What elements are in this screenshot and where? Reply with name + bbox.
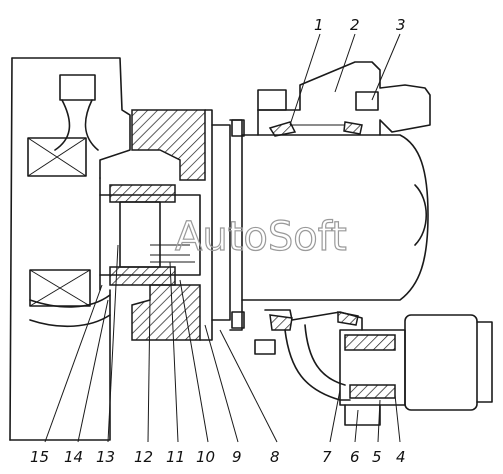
- callout-7: 7: [322, 448, 332, 466]
- lower-bearing: [29, 269, 91, 307]
- upper-bearing: [27, 137, 87, 177]
- bottom-elbow: [254, 309, 406, 426]
- side-cylinder: [404, 314, 493, 411]
- callout-11: 11: [166, 448, 185, 466]
- callout-8: 8: [270, 448, 280, 466]
- callout-6: 6: [350, 448, 360, 466]
- pump-body: [241, 134, 429, 301]
- top-fitting: [257, 61, 431, 137]
- callout-14: 14: [64, 448, 83, 466]
- callout-3: 3: [396, 16, 406, 34]
- callout-9: 9: [232, 448, 242, 466]
- callout-5: 5: [372, 448, 382, 466]
- leader-lines: [44, 33, 401, 443]
- callout-10: 10: [196, 448, 215, 466]
- callout-4: 4: [396, 448, 406, 466]
- callout-15: 15: [30, 448, 49, 466]
- left-housing: [9, 57, 131, 441]
- shaft: [99, 177, 201, 291]
- callout-13: 13: [96, 448, 115, 466]
- mounting-plate: [229, 119, 245, 331]
- callout-2: 2: [350, 16, 360, 34]
- callout-12: 12: [134, 448, 153, 466]
- callouts: 1 2 3 4 5 6 7 8 9 10 11 12 13 14 15: [30, 16, 406, 466]
- watermark: AutoSoft: [175, 214, 347, 260]
- callout-1: 1: [314, 16, 324, 34]
